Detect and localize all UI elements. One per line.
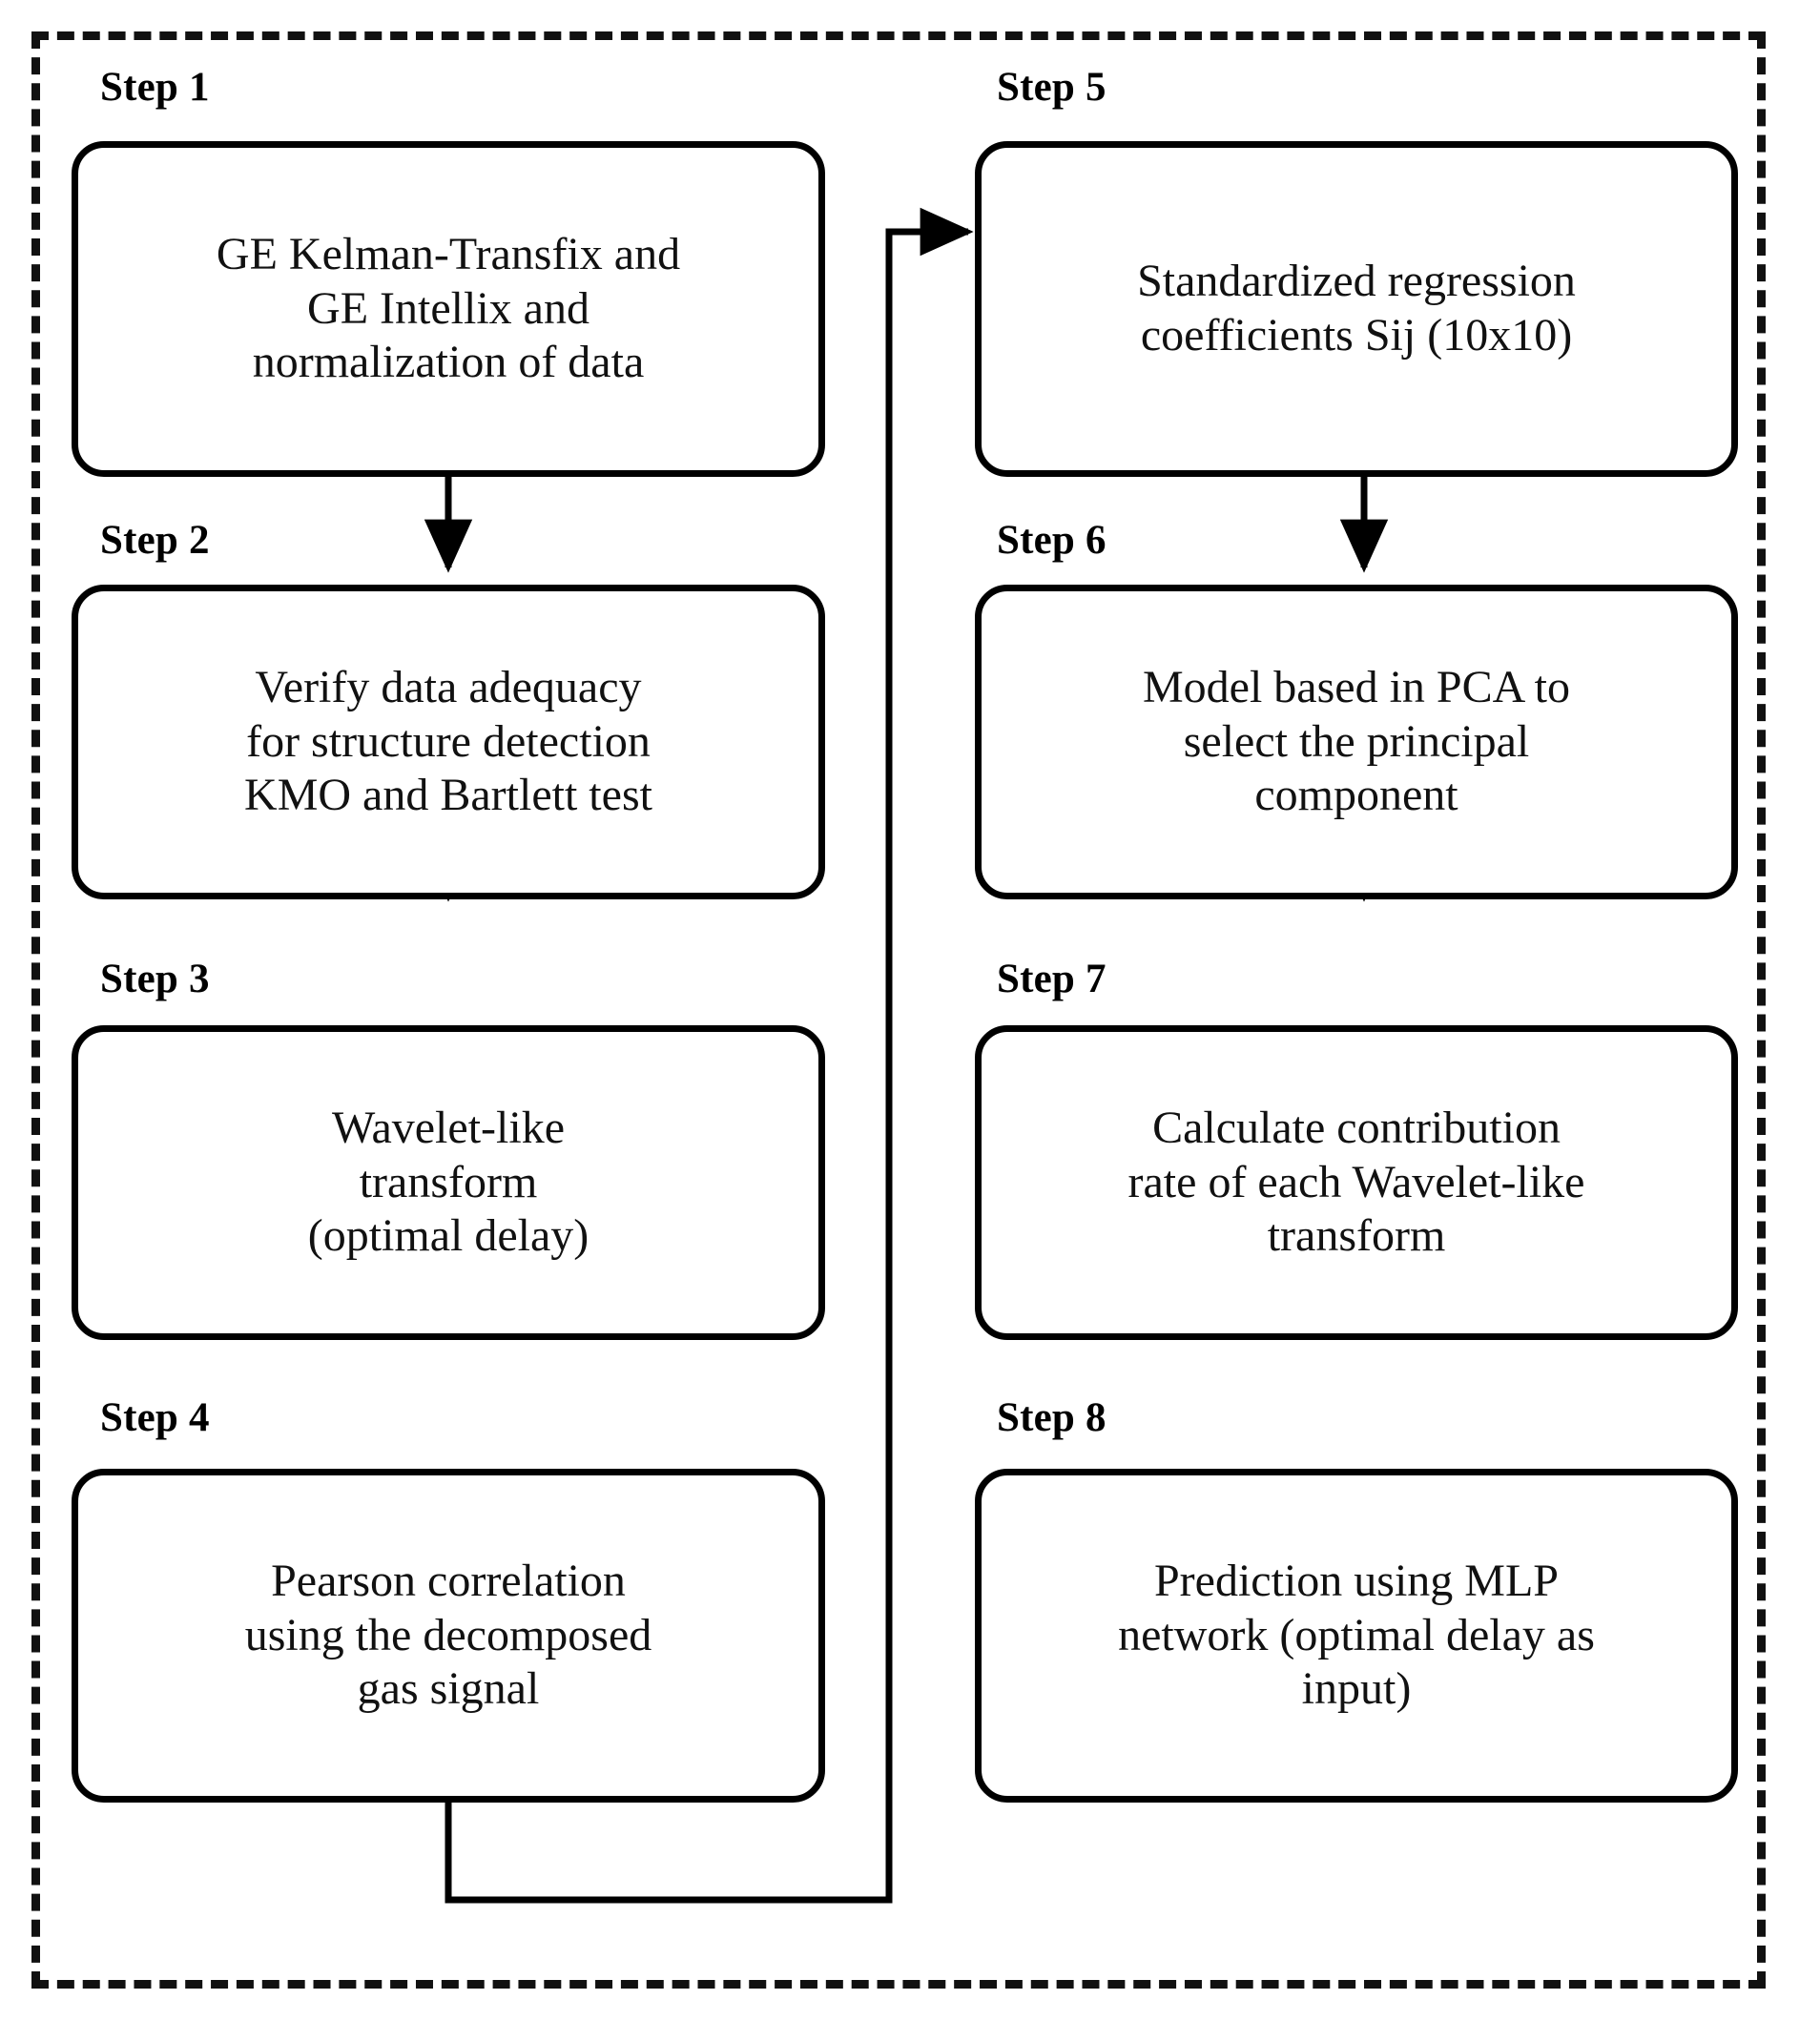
step-label-5: Step 5 bbox=[997, 65, 1106, 110]
node-step-4-text: Pearson correlation using the decomposed… bbox=[244, 1556, 652, 1715]
node-step-1-text: GE Kelman-Transfix and GE Intellix and n… bbox=[216, 229, 681, 388]
node-step-2[interactable]: Verify data adequacy for structure detec… bbox=[72, 585, 825, 899]
node-step-8[interactable]: Prediction using MLP network (optimal de… bbox=[975, 1469, 1738, 1803]
node-step-6[interactable]: Model based in PCA to select the princip… bbox=[975, 585, 1738, 899]
node-step-1[interactable]: GE Kelman-Transfix and GE Intellix and n… bbox=[72, 141, 825, 477]
step-label-7: Step 7 bbox=[997, 957, 1106, 1001]
node-step-6-text: Model based in PCA to select the princip… bbox=[1142, 662, 1570, 821]
step-label-4: Step 4 bbox=[100, 1395, 210, 1440]
node-step-4[interactable]: Pearson correlation using the decomposed… bbox=[72, 1469, 825, 1803]
node-step-8-text: Prediction using MLP network (optimal de… bbox=[1118, 1556, 1595, 1715]
node-step-5-text: Standardized regression coefficients Sij… bbox=[1137, 256, 1576, 361]
node-step-2-text: Verify data adequacy for structure detec… bbox=[244, 662, 652, 821]
node-step-7-text: Calculate contribution rate of each Wave… bbox=[1127, 1103, 1585, 1262]
node-step-7[interactable]: Calculate contribution rate of each Wave… bbox=[975, 1025, 1738, 1340]
step-label-8: Step 8 bbox=[997, 1395, 1106, 1440]
node-step-3[interactable]: Wavelet-like transform (optimal delay) bbox=[72, 1025, 825, 1340]
node-step-5[interactable]: Standardized regression coefficients Sij… bbox=[975, 141, 1738, 477]
step-label-6: Step 6 bbox=[997, 518, 1106, 563]
node-step-3-text: Wavelet-like transform (optimal delay) bbox=[307, 1103, 589, 1262]
step-label-2: Step 2 bbox=[100, 518, 210, 563]
step-label-3: Step 3 bbox=[100, 957, 210, 1001]
step-label-1: Step 1 bbox=[100, 65, 210, 110]
